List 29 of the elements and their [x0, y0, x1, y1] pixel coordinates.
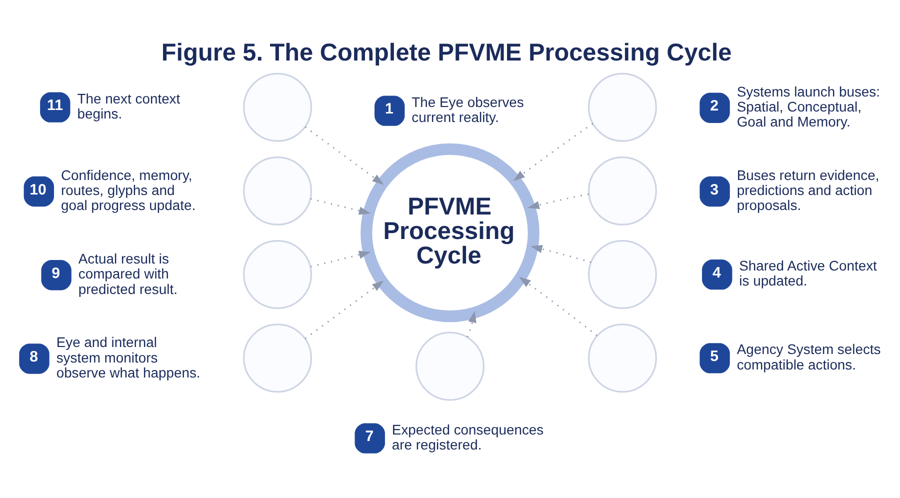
arrow	[528, 193, 589, 210]
arrow	[310, 250, 371, 268]
node-label: Shared Active Context is updated.	[739, 258, 877, 289]
node-circle	[588, 324, 657, 393]
node-label: Systems launch buses: Spatial, Conceptual, Goal and Memory.	[736, 83, 880, 130]
node-label: Eye and internal system monitors observe what happens.	[56, 334, 200, 380]
node-circle	[588, 156, 657, 226]
node-label: Confidence, memory, routes, glyphs and goal progress update.	[60, 167, 196, 214]
arrow	[513, 123, 594, 182]
node-label: The next context begins.	[77, 90, 180, 122]
node-circle	[416, 332, 484, 401]
node-label: Buses return evidence, predictions and action proposals.	[736, 167, 880, 214]
diagram-title: Figure 5. The Complete PFVME Processing Cycle	[161, 40, 732, 67]
node-label: The Eye observes current reality.	[412, 94, 524, 125]
arrow	[304, 126, 384, 185]
arrow	[310, 198, 371, 215]
node-circle	[588, 72, 657, 142]
node-circle	[588, 240, 657, 310]
arrow	[530, 244, 592, 264]
node-circle	[243, 240, 312, 310]
arrow	[519, 276, 598, 336]
node-circle	[243, 72, 312, 142]
node-label: Expected consequences are registered.	[392, 421, 544, 452]
node-label: Actual result is compared with predicted result.	[78, 250, 178, 297]
arrow	[304, 280, 384, 340]
arrow	[466, 310, 476, 338]
node-circle	[243, 156, 312, 226]
node-label: Agency System selects compatible actions.	[736, 341, 881, 372]
node-circle	[243, 324, 312, 393]
